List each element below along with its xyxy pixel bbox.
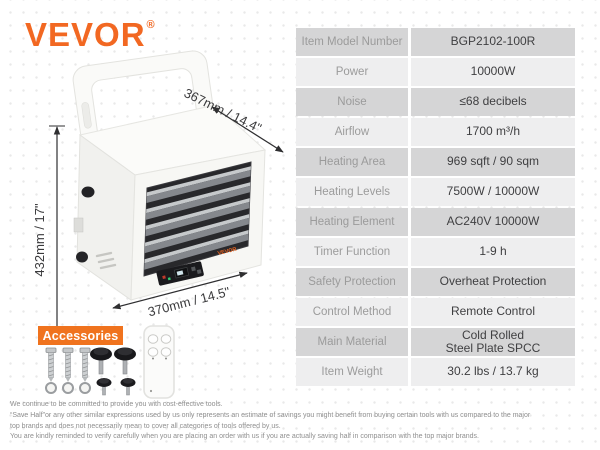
spec-row: Heating Levels 7500W / 10000W xyxy=(296,178,575,206)
heater-mini-logo: VEVOR xyxy=(217,247,237,257)
spec-value: ≤68 decibels xyxy=(411,88,575,116)
disclaimer: We continue to be committed to provide y… xyxy=(10,400,596,443)
brand-logo: VEVOR® xyxy=(25,16,155,54)
disclaimer-line: “Save Half”or any other similar expressi… xyxy=(10,411,531,419)
spec-label: Item Weight xyxy=(296,358,408,386)
brand-logo-text: VEVOR xyxy=(25,16,146,53)
spec-value: 1-9 h xyxy=(411,238,575,266)
cable-hole xyxy=(76,251,88,263)
spec-label: Item Model Number xyxy=(296,28,408,56)
spec-row: Airflow 1700 m³/h xyxy=(296,118,575,146)
spec-value: 7500W / 10000W xyxy=(411,178,575,206)
spec-label: Noise xyxy=(296,88,408,116)
spec-label: Heating Levels xyxy=(296,178,408,206)
spec-row: Timer Function 1-9 h xyxy=(296,238,575,266)
spec-value: Overheat Protection xyxy=(411,268,575,296)
spec-label: Main Material xyxy=(296,328,408,356)
spec-table: Item Model Number BGP2102-100R Power 100… xyxy=(296,28,575,388)
spec-label: Heating Area xyxy=(296,148,408,176)
disclaimer-line: top brands and does not necessarily mean… xyxy=(10,422,281,430)
spec-value: 1700 m³/h xyxy=(411,118,575,146)
spec-row: Control Method Remote Control xyxy=(296,298,575,326)
large-knobs-icon xyxy=(90,347,136,375)
spec-label: Airflow xyxy=(296,118,408,146)
spec-label: Safety Protection xyxy=(296,268,408,296)
dimension-height: 432mm / 17" xyxy=(32,125,65,345)
heater-body: VEVOR xyxy=(73,104,267,301)
washers-icon xyxy=(45,382,91,394)
spec-row: Power 10000W xyxy=(296,58,575,86)
spec-row: Safety Protection Overheat Protection xyxy=(296,268,575,296)
remote-control-image xyxy=(143,325,175,399)
disclaimer-line: You are kindly reminded to verify carefu… xyxy=(10,433,479,441)
louver-vents xyxy=(143,161,252,277)
small-knobs-icon xyxy=(96,378,136,396)
spec-value: 30.2 lbs / 13.7 kg xyxy=(411,358,575,386)
spec-label: Heating Element xyxy=(296,208,408,236)
spec-value: BGP2102-100R xyxy=(411,28,575,56)
bracket-knob xyxy=(81,186,95,198)
spec-value: 969 sqft / 90 sqm xyxy=(411,148,575,176)
remote-buttons-icon xyxy=(147,334,172,357)
spec-row: Item Weight 30.2 lbs / 13.7 kg xyxy=(296,358,575,386)
spec-row: Heating Area 969 sqft / 90 sqm xyxy=(296,148,575,176)
spec-label: Power xyxy=(296,58,408,86)
registered-trademark-icon: ® xyxy=(146,19,155,31)
spec-row: Main Material Cold Rolled Steel Plate SP… xyxy=(296,328,575,356)
side-vent-slots xyxy=(95,251,117,270)
spec-value: Cold Rolled Steel Plate SPCC xyxy=(411,328,575,356)
accessories-hardware-image xyxy=(45,347,136,396)
spec-row: Noise ≤68 decibels xyxy=(296,88,575,116)
accessories-badge: Accessories xyxy=(38,326,123,345)
spec-value: 10000W xyxy=(411,58,575,86)
side-sticker xyxy=(73,217,84,233)
screws-icon xyxy=(45,347,91,382)
spec-label: Control Method xyxy=(296,298,408,326)
heater-product-image: VEVOR 367mm / 14.4" 432mm / 17" xyxy=(32,50,284,345)
spec-row: Heating Element AC240V 10000W xyxy=(296,208,575,236)
spec-value: AC240V 10000W xyxy=(411,208,575,236)
disclaimer-line: We continue to be committed to provide y… xyxy=(10,401,223,408)
dimension-height-label: 432mm / 17" xyxy=(32,203,47,277)
spec-value: Remote Control xyxy=(411,298,575,326)
spec-row: Item Model Number BGP2102-100R xyxy=(296,28,575,56)
spec-label: Timer Function xyxy=(296,238,408,266)
